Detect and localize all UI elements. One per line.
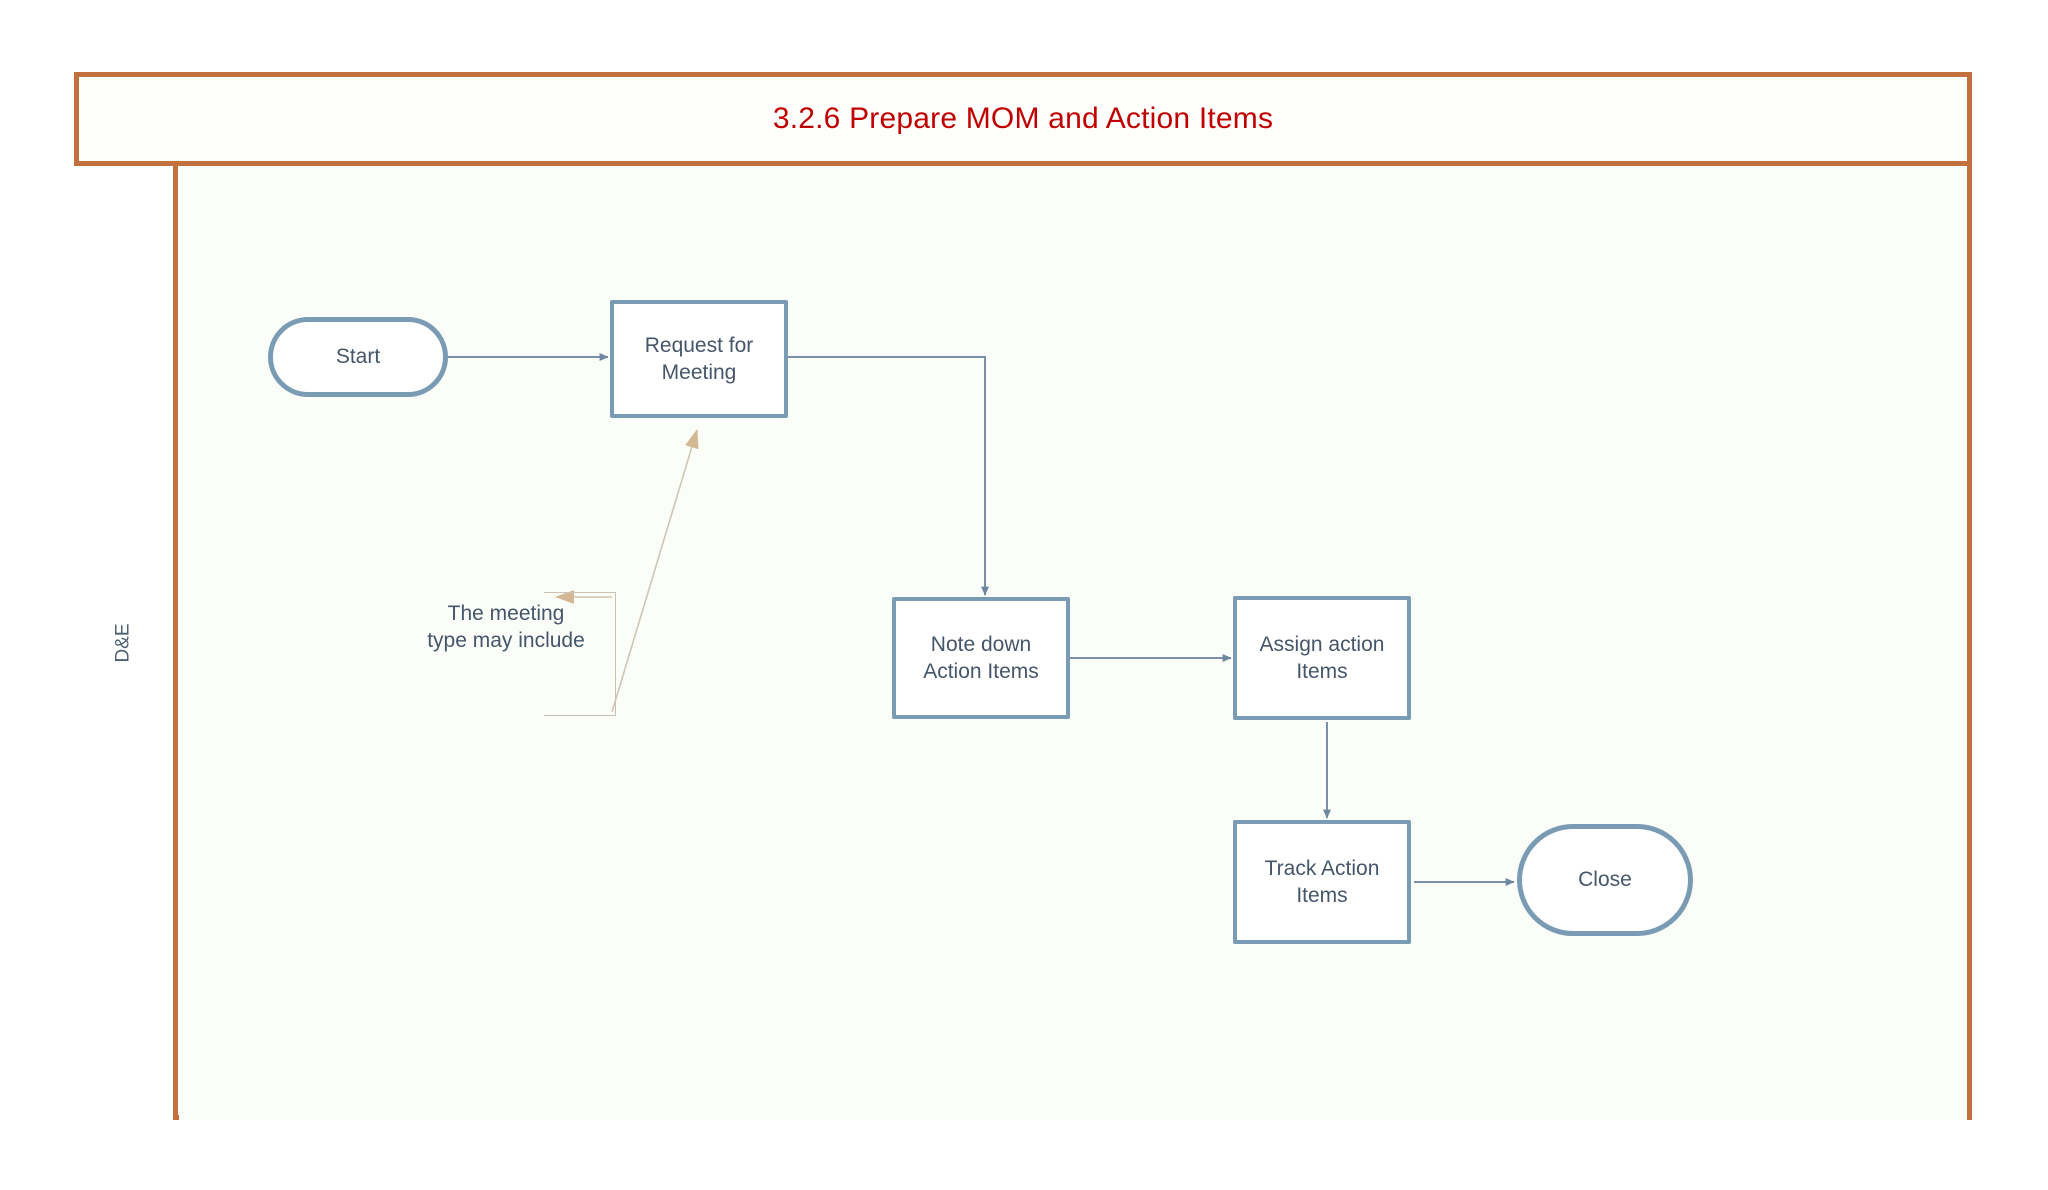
node-note-down-action-items-label: Note down Action Items (923, 632, 1039, 683)
node-track-action-items-label: Track Action Items (1264, 856, 1380, 907)
node-close[interactable]: Close (1517, 824, 1693, 936)
swimlane-label: D&E (112, 623, 134, 663)
node-start[interactable]: Start (268, 317, 448, 397)
node-assign-action-items-label: Assign action Items (1259, 632, 1385, 683)
node-close-label: Close (1578, 868, 1632, 892)
diagram-title-band: 3.2.6 Prepare MOM and Action Items (74, 72, 1972, 166)
node-assign-action-items[interactable]: Assign action Items (1233, 596, 1411, 720)
swimlane-body (179, 166, 1967, 1120)
node-request-for-meeting-label: Request for Meeting (644, 333, 754, 384)
page-title: 3.2.6 Prepare MOM and Action Items (772, 102, 1274, 135)
swimlane-label-column: D&E (74, 166, 178, 1120)
annotation-note-text: The meeting type may include (427, 602, 585, 653)
annotation-note-box (544, 592, 616, 716)
node-request-for-meeting[interactable]: Request for Meeting (610, 300, 788, 418)
node-start-label: Start (335, 345, 381, 369)
node-note-down-action-items[interactable]: Note down Action Items (892, 597, 1070, 719)
node-track-action-items[interactable]: Track Action Items (1233, 820, 1411, 944)
